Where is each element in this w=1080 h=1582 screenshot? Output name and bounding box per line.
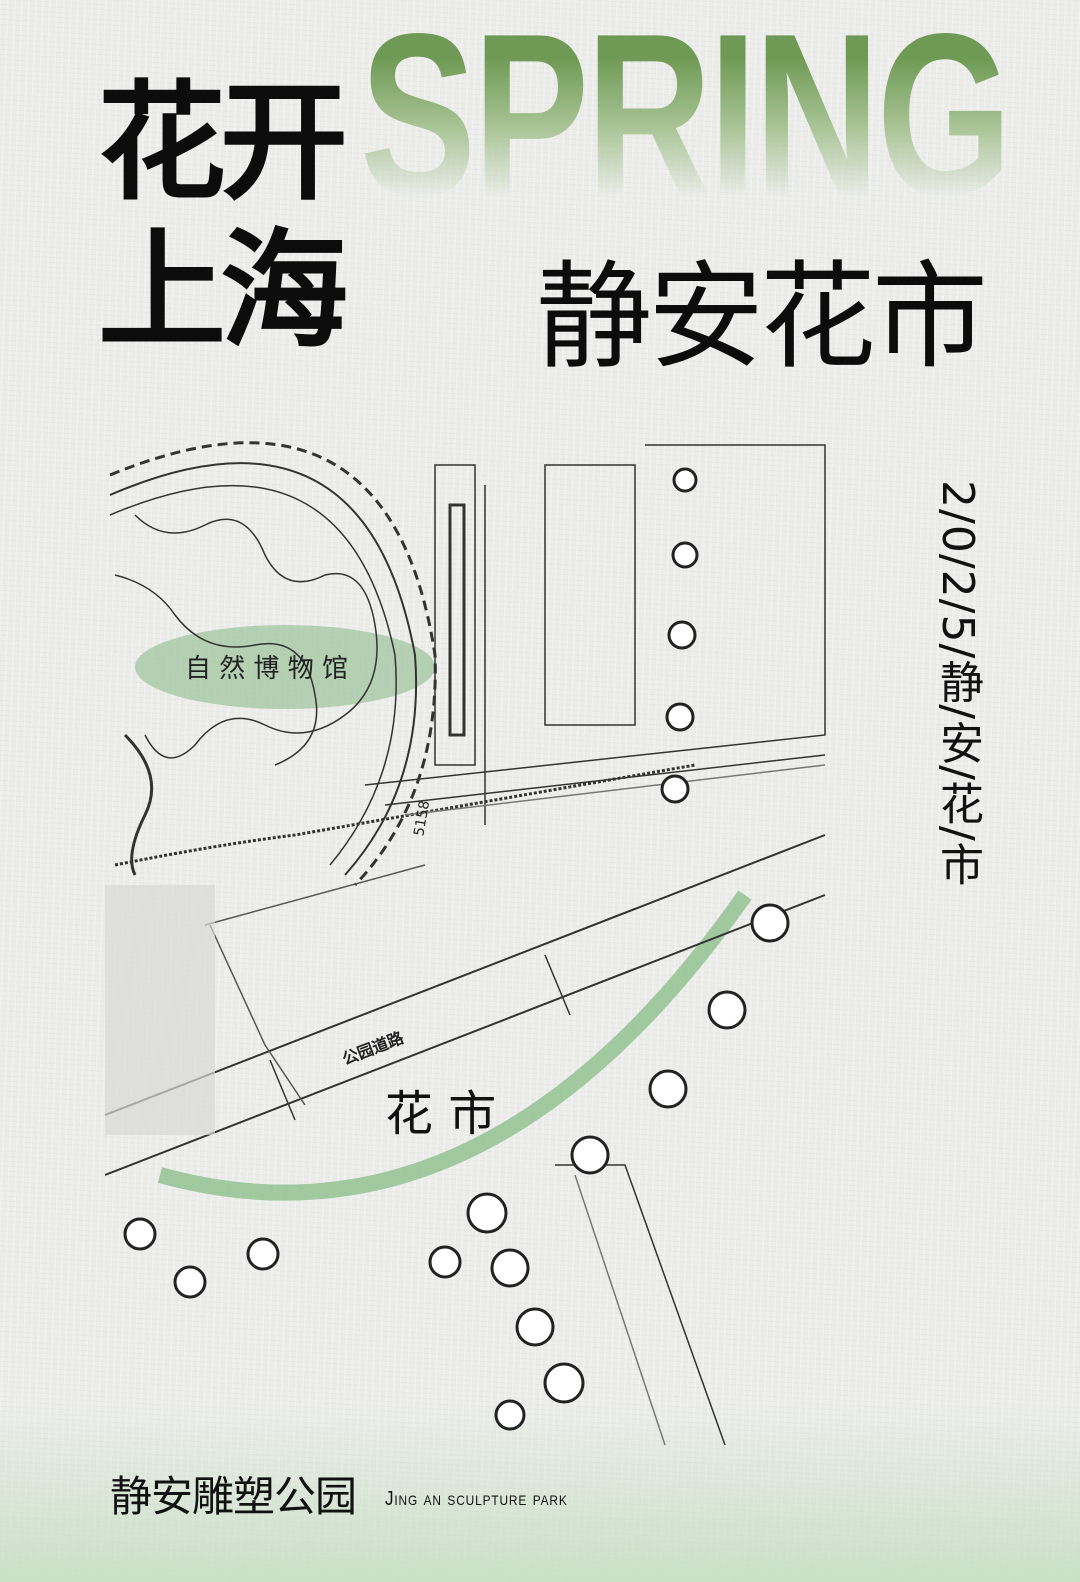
map-label-road: 公园道路: [340, 1028, 407, 1069]
bottom-green-fade: [0, 1402, 1080, 1582]
park-plan-drawing: 自 然 博 物 馆 5158 公园道路 花 市: [105, 441, 826, 1446]
map-label-market: 花 市: [385, 1086, 496, 1142]
title-line-1: 花开: [98, 69, 348, 218]
map-label-museum: 自 然 博 物 馆: [185, 654, 348, 684]
subtitle: 静安花市: [536, 250, 988, 385]
vertical-date-text: 2/0/2/5/静/安/花/市: [932, 480, 983, 887]
background-word-spring: SPRING: [360, 0, 1012, 245]
footer-park-name-cn: 静安雕塑公园: [110, 1472, 357, 1521]
title-line-2: 上海: [98, 217, 348, 366]
footer-park-name-en: Jing an sculpture park: [385, 1488, 568, 1510]
map-label-dimension: 5158: [411, 799, 433, 837]
